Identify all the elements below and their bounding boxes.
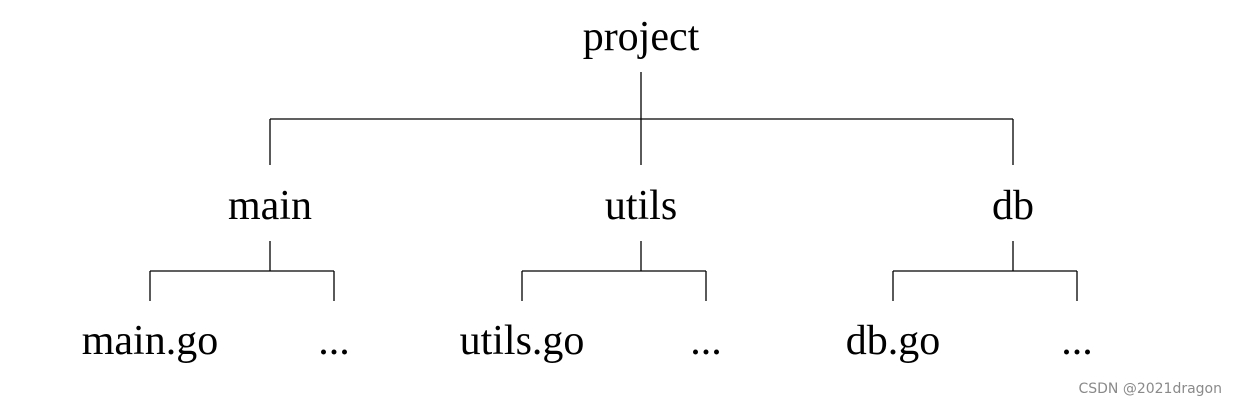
leaf-node-main-go: main.go (82, 318, 218, 364)
leaf-node-db-ellipsis: ... (1061, 318, 1093, 364)
watermark-text: CSDN @2021dragon (1078, 381, 1222, 397)
branch-node-db: db (992, 183, 1034, 229)
leaf-node-main-ellipsis: ... (318, 318, 350, 364)
leaf-node-utils-ellipsis: ... (690, 318, 722, 364)
leaf-node-utils-go: utils.go (460, 318, 585, 364)
branch-node-main: main (228, 183, 312, 229)
root-node-label: project (583, 14, 700, 60)
branch-node-utils: utils (605, 183, 677, 229)
leaf-node-db-go: db.go (846, 318, 941, 364)
